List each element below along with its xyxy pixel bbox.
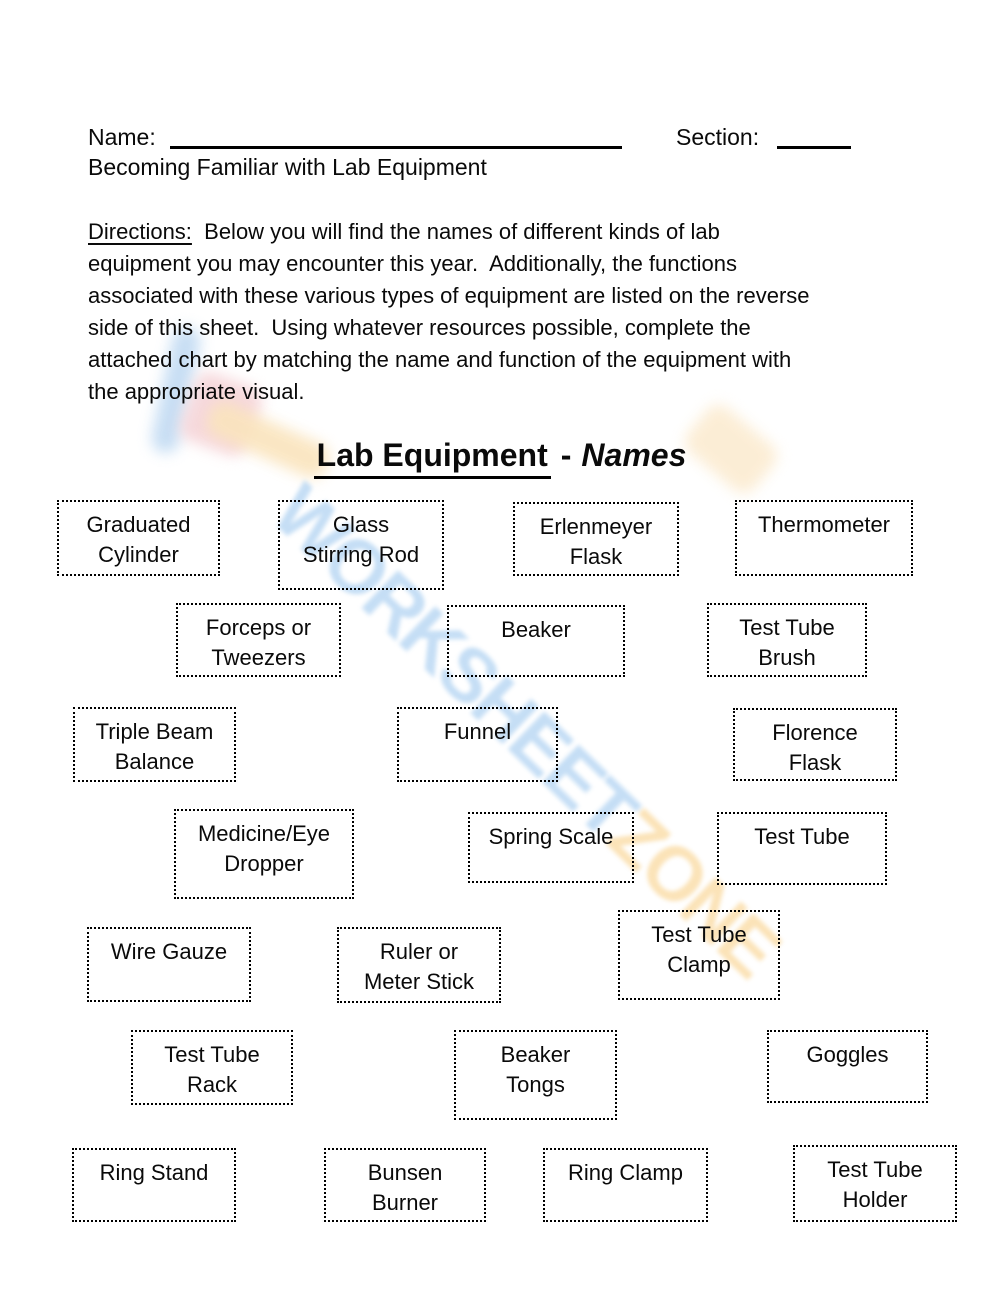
- equipment-box-funnel: Funnel: [397, 707, 558, 782]
- directions-line-1: Directions: Below you will find the name…: [88, 216, 810, 248]
- section-blank-line: [777, 146, 851, 149]
- directions-line-1-text: Below you will find the names of differe…: [191, 219, 720, 244]
- equipment-box-test-tube-rack: Test Tube Rack: [131, 1030, 293, 1105]
- equipment-box-test-tube-holder: Test Tube Holder: [793, 1145, 957, 1222]
- directions-line-5: attached chart by matching the name and …: [88, 347, 792, 372]
- equipment-box-wire-gauze: Wire Gauze: [87, 927, 251, 1002]
- equipment-box-test-tube-clamp: Test Tube Clamp: [618, 910, 780, 1000]
- equipment-box-graduated-cylinder: Graduated Cylinder: [57, 500, 220, 576]
- name-blank-line: [170, 146, 622, 149]
- equipment-box-test-tube: Test Tube: [717, 812, 887, 885]
- page-title: Lab Equipment-Names: [0, 437, 1000, 479]
- equipment-box-goggles: Goggles: [767, 1030, 928, 1103]
- directions-paragraph: Directions: Below you will find the name…: [88, 216, 810, 408]
- title-accent: Names: [581, 437, 687, 473]
- title-separator: -: [560, 437, 572, 473]
- equipment-box-beaker: Beaker: [447, 605, 625, 677]
- name-label: Name:: [88, 124, 156, 150]
- equipment-box-bunsen-burner: Bunsen Burner: [324, 1148, 486, 1222]
- directions-line-3: associated with these various types of e…: [88, 283, 810, 308]
- equipment-box-forceps-or-tweezers: Forceps or Tweezers: [176, 603, 341, 677]
- directions-label: Directions:: [88, 219, 192, 244]
- equipment-box-triple-beam-balance: Triple Beam Balance: [73, 707, 236, 782]
- equipment-box-florence-flask: Florence Flask: [733, 708, 897, 781]
- equipment-box-glass-stirring-rod: Glass Stirring Rod: [278, 500, 444, 590]
- worksheet-subtitle: Becoming Familiar with Lab Equipment: [88, 154, 487, 180]
- title-main: Lab Equipment: [313, 437, 551, 479]
- equipment-box-test-tube-brush: Test Tube Brush: [707, 603, 867, 677]
- equipment-box-ruler-or-meter-stick: Ruler or Meter Stick: [337, 927, 501, 1003]
- directions-line-2: equipment you may encounter this year. A…: [88, 251, 737, 276]
- directions-line-4: side of this sheet. Using whatever resou…: [88, 315, 751, 340]
- directions-line-6: the appropriate visual.: [88, 379, 305, 404]
- equipment-box-medicine-eye-dropper: Medicine/Eye Dropper: [174, 809, 354, 899]
- equipment-box-thermometer: Thermometer: [735, 500, 913, 576]
- equipment-box-erlenmeyer-flask: Erlenmeyer Flask: [513, 502, 679, 576]
- equipment-box-ring-stand: Ring Stand: [72, 1148, 236, 1222]
- equipment-box-beaker-tongs: Beaker Tongs: [454, 1030, 617, 1120]
- equipment-box-ring-clamp: Ring Clamp: [543, 1148, 708, 1222]
- section-label: Section:: [676, 124, 760, 150]
- equipment-box-spring-scale: Spring Scale: [468, 812, 634, 883]
